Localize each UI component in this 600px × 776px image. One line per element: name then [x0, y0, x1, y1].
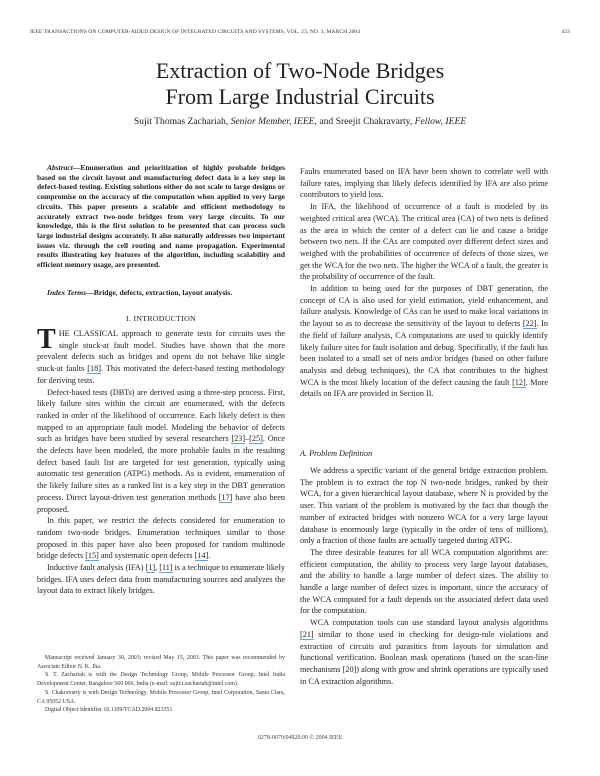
text: . — [208, 551, 211, 561]
footnote-author-2: S. Chakravarty is with Design Technology… — [37, 689, 285, 705]
intro-paragraph-3: In this paper, we restrict the defects c… — [37, 515, 285, 562]
author-line: Sujit Thomas Zachariah, Senior Member, I… — [0, 116, 600, 127]
text: WCA computation tools can use standard l… — [310, 618, 548, 628]
text: is a technique to enumerate likely bridg… — [37, 563, 285, 596]
right-column-top: Faults enumerated based on IFA have been… — [300, 166, 548, 400]
subsection-heading-problem-definition: A. Problem Definition — [300, 449, 373, 458]
journal-name: IEEE TRANSACTIONS ON COMPUTER-AIDED DESI… — [30, 29, 361, 35]
citation-link[interactable]: [23] — [231, 434, 246, 445]
index-terms: Index Terms—Bridge, defects, extraction,… — [37, 287, 285, 299]
title-line-1: Extraction of Two-Node Bridges — [155, 58, 445, 83]
author-2: Sreejit Chakravarty, — [335, 116, 413, 127]
copyright-footer: 0278-0070/04$20.00 © 2004 IEEE — [257, 735, 343, 741]
problem-definition-body: We address a specific variant of the gen… — [300, 465, 548, 687]
footnote-doi: Digital Object Identifier 10.1109/TCAD.2… — [45, 707, 173, 714]
intro-paragraph-4: Inductive fault analysis (IFA) [1], [11]… — [37, 562, 285, 597]
text: , — [155, 563, 160, 573]
right-paragraph-1: Faults enumerated based on IFA have been… — [300, 167, 548, 200]
citation-link[interactable]: [18] — [87, 364, 101, 375]
citation-link[interactable]: [21] — [300, 629, 314, 640]
footnotes: Manuscript received January 30, 2003; re… — [37, 654, 285, 715]
text: In this paper, we restrict the defects c… — [37, 516, 285, 561]
citation-link[interactable]: [11] — [159, 563, 173, 574]
text: Defect-based tests (DBTs) are derived us… — [37, 387, 285, 444]
text: . In the field of failure analysis, CA c… — [300, 319, 548, 387]
text: and systematic open defects — [98, 551, 195, 561]
citation-link[interactable]: [15] — [85, 551, 99, 562]
author-conjunction: and — [319, 116, 334, 127]
author-2-role: Fellow, IEEE — [414, 116, 467, 127]
author-1-role: Senior Member, IEEE, — [230, 116, 317, 127]
text: Inductive fault analysis (IFA) — [47, 563, 146, 573]
right-paragraph-5: The three desirable features for all WCA… — [300, 547, 548, 616]
citation-link[interactable]: [1] — [145, 563, 156, 574]
text: – — [245, 434, 250, 444]
section-heading-introduction: I. INTRODUCTION — [126, 314, 196, 323]
citation-link[interactable]: [22] — [522, 319, 537, 330]
paper-title: Extraction of Two-Node Bridges From Larg… — [0, 58, 600, 110]
right-paragraph-3: In addition to being used for the purpos… — [300, 283, 548, 400]
title-line-2: From Large Industrial Circuits — [165, 84, 435, 109]
citation-link[interactable]: [12] — [512, 377, 526, 388]
running-header: IEEE TRANSACTIONS ON COMPUTER-AIDED DESI… — [30, 29, 570, 35]
drop-cap: T — [37, 324, 56, 355]
page-number: 433 — [561, 29, 570, 35]
text: In addition to being used for the purpos… — [300, 284, 548, 329]
intro-paragraph-2: Defect-based tests (DBTs) are derived us… — [37, 387, 285, 516]
text: . This motivated the defect-based testin… — [37, 364, 286, 385]
author-1: Sujit Thomas Zachariah, — [133, 116, 229, 127]
text: . Once the defects have been modeled, th… — [37, 434, 285, 502]
abstract-text: —Enumeration and prioritization of highl… — [37, 163, 285, 270]
text: have also been proposed. — [37, 492, 285, 514]
index-terms-label: Index Terms — [47, 288, 87, 297]
text: . More details on IFA are provided in Se… — [300, 377, 548, 399]
index-terms-text: —Bridge, defects, extraction, layout ana… — [86, 288, 233, 297]
abstract-label: Abstract — [47, 163, 73, 172]
right-paragraph-6: WCA computation tools can use standard l… — [300, 617, 548, 687]
abstract: Abstract—Enumeration and prioritization … — [37, 163, 285, 270]
citation-link[interactable]: [25] — [249, 434, 263, 445]
footnote-author-1: S. T. Zachariah is with the Design Techn… — [37, 672, 285, 688]
text: HE CLASSICAL approach to generate tests … — [37, 329, 285, 374]
citation-link[interactable]: [17] — [218, 492, 233, 503]
right-paragraph-2: In IFA, the likelihood of occurrence of … — [300, 202, 548, 282]
footnote-manuscript: Manuscript received January 30, 2003; re… — [37, 655, 285, 670]
right-paragraph-4: We address a specific variant of the gen… — [300, 466, 548, 546]
citation-link[interactable]: [14] — [194, 551, 209, 562]
text: similar to those used in checking for de… — [300, 629, 548, 686]
